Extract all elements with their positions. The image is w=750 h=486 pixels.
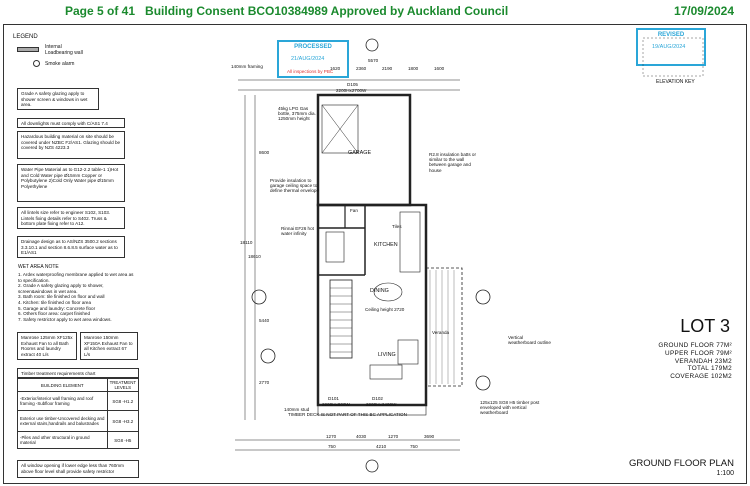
dim-bottom-e: 750 xyxy=(328,444,336,449)
plan-scale: 1:100 xyxy=(716,470,734,477)
drawing-sheet xyxy=(3,24,747,484)
wet-area-notes: 1. Ardex waterproofing membrane applied … xyxy=(18,272,138,322)
consent-title: Page 5 of 41 Building Consent BCO1038498… xyxy=(65,4,509,18)
dim-top-total: 5570 xyxy=(368,58,379,63)
table-row: -Piles and other structural in ground ma… xyxy=(17,431,140,449)
veranda-label: Veranda xyxy=(432,330,450,335)
note-window-opening: All window opening if lower edge less th… xyxy=(17,460,139,478)
dim-top-a: 1620 xyxy=(330,66,341,71)
floor-areas: GROUND FLOOR 77M² UPPER FLOOR 79M² VERAN… xyxy=(658,342,732,381)
wet-note-1: 1. Ardex waterproofing membrane applied … xyxy=(18,272,134,283)
dim-left-c: 18610 xyxy=(248,254,261,259)
processed-stamp-date: 21/AUG/2024 xyxy=(291,56,325,62)
area-upper: UPPER FLOOR 79M² xyxy=(665,349,732,357)
note-hazardous: Hazardous building material on site shou… xyxy=(17,131,125,159)
note-lintels: All lintels size refer to engineer S102,… xyxy=(17,207,125,229)
elevation-key-label: ELEVATION KEY xyxy=(656,79,695,85)
wet-note-5: 5. Garage and laundry: Concrete floor xyxy=(18,305,96,311)
area-ground: GROUND FLOOR 77M² xyxy=(658,342,732,349)
ceiling-height-label: Ceiling height 2720 xyxy=(365,307,405,312)
room-kitchen: KITCHEN xyxy=(374,242,398,248)
revised-stamp: REVISED 19/AUG/2024 xyxy=(636,28,706,66)
timber-post-note: 125x125 SG8 H5 timber post enveloped wit… xyxy=(480,400,540,416)
timber-deck-note: TIMBER DECK IS NOT PART OF THIS BC APPLI… xyxy=(288,412,407,417)
revised-stamp-date: 19/AUG/2024 xyxy=(652,44,686,50)
rinnai-label: Rinnai EF26 hot water infinity xyxy=(281,226,314,237)
revised-stamp-title: REVISED xyxy=(657,32,685,38)
consent-date: 17/09/2024 xyxy=(673,4,734,18)
page-header: Page 5 of 41 Building Consent BCO1038498… xyxy=(0,0,750,22)
wet-area-title: WET AREA NOTE xyxy=(18,264,59,270)
table-row: Exterior use timber-Uncovered decking an… xyxy=(17,410,140,432)
wet-note-2: 2. Grade A safety glazing apply to showe… xyxy=(18,283,104,294)
smoke-alarm-label: Smoke alarm xyxy=(45,61,75,67)
lot-number: LOT 3 xyxy=(680,316,730,336)
dim-left-d: 5440 xyxy=(259,318,270,323)
table-row: BUILDING ELEMENT TREATMENT LEVELS xyxy=(17,378,140,392)
area-total: TOTAL 179M2 xyxy=(687,365,732,373)
dim-top-c: 2190 xyxy=(382,66,393,71)
processed-stamp: PROCESSED 21/AUG/2024 All inspections by… xyxy=(277,40,349,78)
dim-bottom-g: 750 xyxy=(410,444,418,449)
timber-caption: Timber treatment requirements chart xyxy=(17,368,139,378)
loadbearing-legend-label: Internal Loadbearing wall xyxy=(45,44,83,56)
door-d105-size: 2200Hx2700W xyxy=(336,88,367,93)
wet-note-7: 7. Safety restrictor apply to wet area w… xyxy=(18,316,112,322)
dim-bottom-d: 4210 xyxy=(376,444,387,449)
loadbearing-legend-symbol xyxy=(17,47,39,52)
wet-note-6: 6. Others floor area: carpet finished xyxy=(18,311,91,317)
dim-left-a: 8600 xyxy=(259,150,270,155)
timber-level: SG8 -H5 xyxy=(106,431,140,449)
fan-label: Fan xyxy=(350,208,358,213)
dim-left-b: 18110 xyxy=(240,240,253,245)
note-safety-glazing: Grade A safety glazing apply to shower s… xyxy=(17,88,99,110)
dim-top-e: 1600 xyxy=(434,66,445,71)
door-d101: D101 xyxy=(328,396,339,401)
door-d105: D105 xyxy=(347,82,358,87)
legend-title: LEGEND xyxy=(13,34,38,40)
vertical-weatherboard-note: Vertical weatherboard outline xyxy=(508,335,551,346)
timber-element: -Piles and other structural in ground ma… xyxy=(17,431,108,449)
plan-title: GROUND FLOOR PLAN xyxy=(628,458,734,469)
timber-treatment-table: BUILDING ELEMENT TREATMENT LEVELS -Exter… xyxy=(17,378,140,449)
dim-top-d: 1800 xyxy=(408,66,419,71)
framing-label: 140mm framing xyxy=(231,64,263,69)
dim-bottom-f: 3690 xyxy=(424,434,435,439)
room-living: LIVING xyxy=(378,352,396,358)
garage-insulation-note: Provide insulation to garage ceiling spa… xyxy=(270,178,320,194)
door-d101-size: 2200Hx900W xyxy=(322,402,350,407)
note-exhaust-kitchen: Manrose 150mm XF150A Exhaust Fan to all … xyxy=(80,332,138,360)
tiles-label: Tiles xyxy=(392,224,402,229)
dim-bottom-c: 1270 xyxy=(388,434,399,439)
wall-insulation-note: R2.8 insulation batts or similar to the … xyxy=(429,152,476,173)
note-water-pipe: Water Pipe Material as to G12-2.2 table-… xyxy=(17,164,125,202)
dim-left-e: 2770 xyxy=(259,380,270,385)
dim-top-b: 2360 xyxy=(356,66,367,71)
room-dining: DINING xyxy=(370,288,389,294)
note-downlights: All downlights must comply with C/AS1 7.… xyxy=(17,118,125,128)
note-exhaust-bath: Manrose 125mm XF125x Exhaust Fan to all … xyxy=(17,332,77,360)
door-d102-size: 2200Hx2400W xyxy=(366,402,397,407)
dim-bottom-b: 4030 xyxy=(356,434,367,439)
note-drainage: Drainage design as to AS/NZS 3500.2 sect… xyxy=(17,236,125,258)
door-d102: D102 xyxy=(372,396,383,401)
room-garage: GARAGE xyxy=(348,150,372,156)
stud-label: 140mm stud xyxy=(284,407,310,412)
area-verandah: VERANDAH 23M2 xyxy=(674,357,732,365)
processed-stamp-by: All inspections by PBC xyxy=(287,69,334,74)
processed-stamp-title: PROCESSED xyxy=(294,44,332,50)
dim-bottom-a: 1270 xyxy=(326,434,337,439)
wet-note-3: 3. Bath room: tile finished on floor and… xyxy=(18,294,105,300)
wet-note-4: 4. Kitchen: tile finished on floor area xyxy=(18,299,92,305)
smoke-alarm-icon xyxy=(33,60,40,67)
area-coverage: COVERAGE 102M2 xyxy=(670,373,732,381)
lpg-bottle-label: 45kg LPG Gas bottle, 375mm dia. 1250mm h… xyxy=(278,106,316,122)
